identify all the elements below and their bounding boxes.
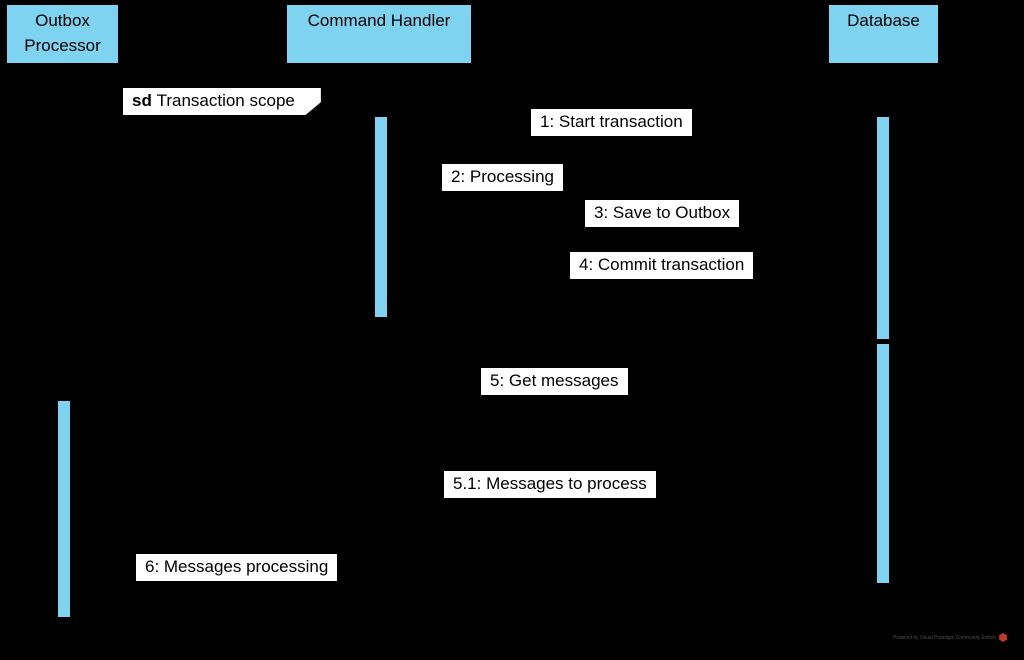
message-arrow-2-bottom bbox=[388, 214, 428, 215]
fragment-label-transaction-scope[interactable]: sd Transaction scope bbox=[123, 88, 321, 116]
watermark-text: Powered by Visual Paradigm Community Edi… bbox=[893, 634, 997, 641]
message-arrowhead-5 bbox=[867, 395, 876, 405]
message-arrow-6-top bbox=[71, 582, 111, 583]
visual-paradigm-logo-icon bbox=[999, 633, 1008, 642]
activation-outbox-processor-1 bbox=[57, 400, 71, 618]
message-arrowhead-3 bbox=[867, 225, 876, 235]
message-arrow-5 bbox=[71, 400, 876, 401]
message-label-2[interactable]: 2: Processing bbox=[442, 164, 563, 192]
message-label-4[interactable]: 4: Commit transaction bbox=[570, 252, 754, 280]
watermark: Powered by Visual Paradigm Community Edi… bbox=[893, 633, 1008, 642]
message-label-3[interactable]: 3: Save to Outbox bbox=[585, 200, 740, 228]
message-label-1[interactable]: 1: Start transaction bbox=[531, 109, 692, 137]
lifeline-stem-outbox-processor bbox=[63, 65, 64, 655]
message-arrowhead-1 bbox=[867, 133, 876, 143]
message-label-5[interactable]: 5: Get messages bbox=[481, 368, 628, 396]
message-arrow-1 bbox=[388, 138, 876, 139]
message-arrowhead-4 bbox=[867, 277, 876, 287]
message-arrow-5-1 bbox=[71, 504, 876, 505]
message-arrowhead-5-1 bbox=[71, 499, 80, 509]
message-arrow-6-bottom bbox=[71, 604, 111, 605]
message-arrow-4 bbox=[388, 282, 876, 283]
message-arrowhead-6 bbox=[71, 599, 80, 609]
fragment-label-text: Transaction scope bbox=[156, 91, 295, 110]
lifeline-header-outbox-processor[interactable]: Outbox Processor bbox=[5, 3, 120, 65]
message-arrow-6-right bbox=[110, 582, 111, 604]
message-label-5-1[interactable]: 5.1: Messages to process bbox=[444, 471, 656, 499]
fragment-keyword: sd bbox=[132, 91, 152, 110]
lifeline-header-database[interactable]: Database bbox=[827, 3, 940, 65]
lifeline-header-command-handler[interactable]: Command Handler bbox=[285, 3, 473, 65]
activation-database-1 bbox=[876, 116, 890, 340]
message-arrowhead-2 bbox=[388, 209, 397, 219]
message-arrow-2-right bbox=[427, 192, 428, 214]
lifeline-stem-command-handler bbox=[380, 65, 381, 655]
activation-database-2 bbox=[876, 343, 890, 584]
message-label-6[interactable]: 6: Messages processing bbox=[136, 554, 338, 582]
activation-command-handler-1 bbox=[374, 116, 388, 318]
fragment-transaction-scope-border bbox=[123, 88, 883, 333]
message-arrow-3 bbox=[388, 230, 876, 231]
message-arrow-2-top bbox=[388, 192, 428, 193]
